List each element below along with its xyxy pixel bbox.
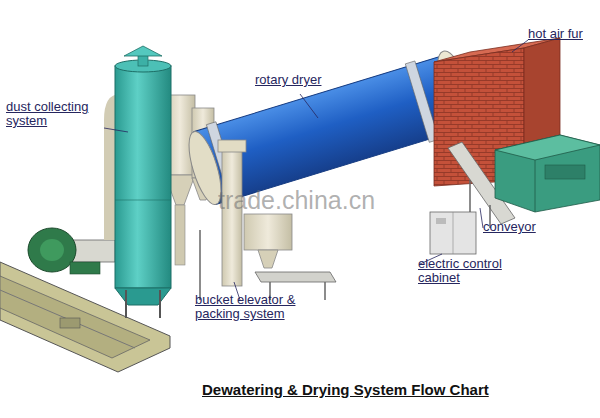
control-cabinet xyxy=(430,212,476,254)
part-label: hot air fur xyxy=(528,27,583,41)
feeder-machine xyxy=(495,135,600,212)
part-label: bucket elevator & packing system xyxy=(195,293,330,321)
dust-collector xyxy=(115,46,171,318)
part-label: conveyor xyxy=(483,220,536,234)
watermark: trade.china.cn xyxy=(218,186,375,214)
diagram-title: Dewatering & Drying System Flow Chart xyxy=(202,381,489,399)
part-label: electric control cabinet xyxy=(418,257,533,285)
part-label: dust collecting system xyxy=(6,100,111,128)
fan-motor xyxy=(28,228,115,274)
bucket-elevator xyxy=(200,140,336,300)
part-label: rotary dryer xyxy=(255,73,321,87)
